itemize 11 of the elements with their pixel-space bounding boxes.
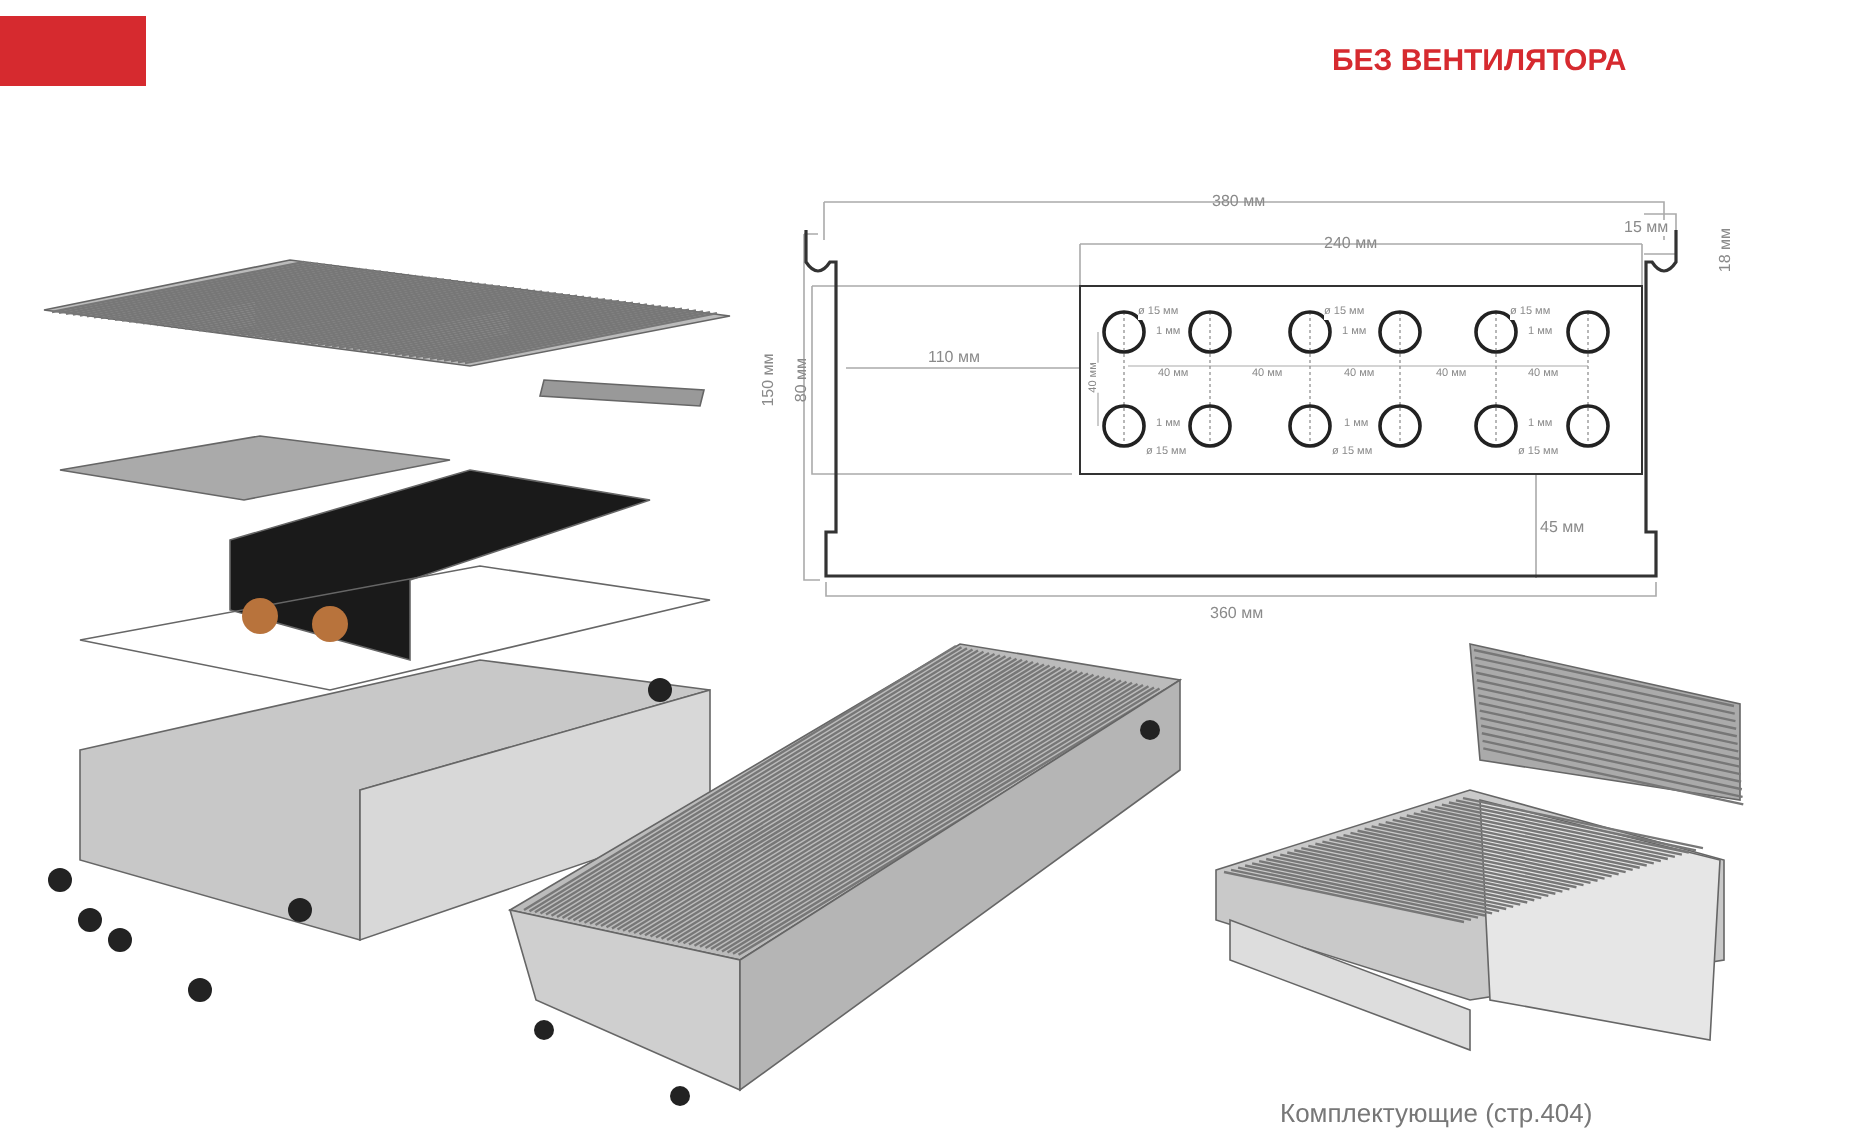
dimension-label: 45 мм (1540, 520, 1585, 536)
dimension-label: 18 мм (1718, 227, 1735, 273)
heading: БЕЗ ВЕНТИЛЯТОРА (1332, 44, 1627, 78)
dimension-label: 80 мм (794, 357, 811, 403)
dimension-label: 110 мм (928, 350, 980, 366)
dimension-label: 380 мм (1212, 194, 1266, 210)
dimension-label: 240 мм (1324, 236, 1378, 252)
dimension-label: 360 мм (1210, 606, 1264, 622)
dimension-label: 15 мм (1624, 220, 1669, 236)
caption: Комплектующие (стр.404) (1280, 1098, 1593, 1128)
dimension-label: 150 мм (760, 353, 777, 407)
